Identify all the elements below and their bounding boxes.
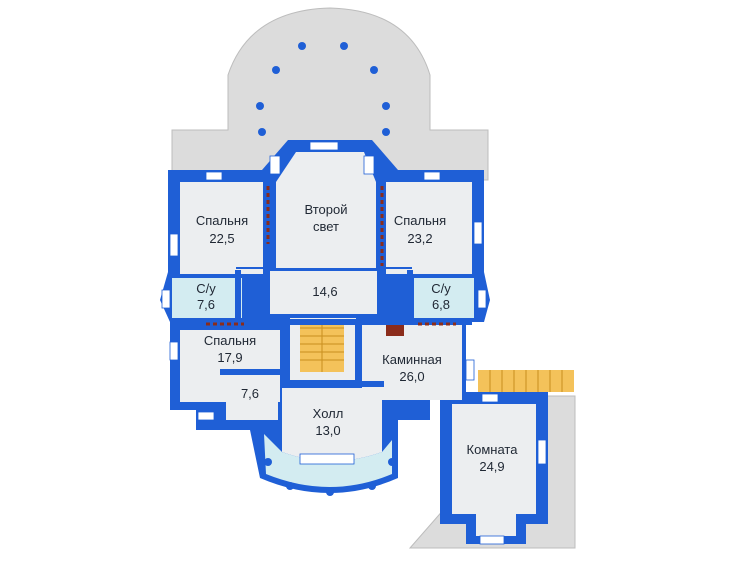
bath-1-floor <box>172 278 242 318</box>
room-name: Комната <box>467 442 519 457</box>
bedroom-1-area: 22,5 <box>209 231 234 246</box>
second-light-line1: Второй <box>305 202 348 217</box>
bath-2-name: С/у <box>431 281 451 296</box>
closet-floor <box>226 372 278 420</box>
hall-area: 13,0 <box>315 423 340 438</box>
upper-terrace <box>171 7 489 181</box>
bedroom-2-floor <box>386 182 472 274</box>
fireplace-room-name: Каминная <box>382 352 442 367</box>
closet-area: 7,6 <box>241 386 259 401</box>
room-floor <box>452 404 536 514</box>
second-light-floor <box>276 152 376 268</box>
corridor-area: 14,6 <box>312 284 337 299</box>
bedroom-2-name: Спальня <box>394 213 446 228</box>
hall-name: Холл <box>313 406 344 421</box>
fireplace-icon <box>386 322 404 336</box>
bedroom-3-name: Спальня <box>204 333 256 348</box>
room-area: 24,9 <box>479 459 504 474</box>
hall-floor <box>282 388 382 461</box>
bath-2-area: 6,8 <box>432 297 450 312</box>
bedroom-2-area: 23,2 <box>407 231 432 246</box>
bath-2-floor <box>414 278 474 318</box>
bedroom-3-area: 17,9 <box>217 350 242 365</box>
bath-1-name: С/у <box>196 281 216 296</box>
bedroom-1-name: Спальня <box>196 213 248 228</box>
fireplace-room-area: 26,0 <box>399 369 424 384</box>
bedroom-1-floor <box>180 182 264 274</box>
second-light-line2: свет <box>313 219 339 234</box>
bath-1-area: 7,6 <box>197 297 215 312</box>
corridor-floor <box>270 270 380 314</box>
lower-bay-floor <box>264 434 392 487</box>
